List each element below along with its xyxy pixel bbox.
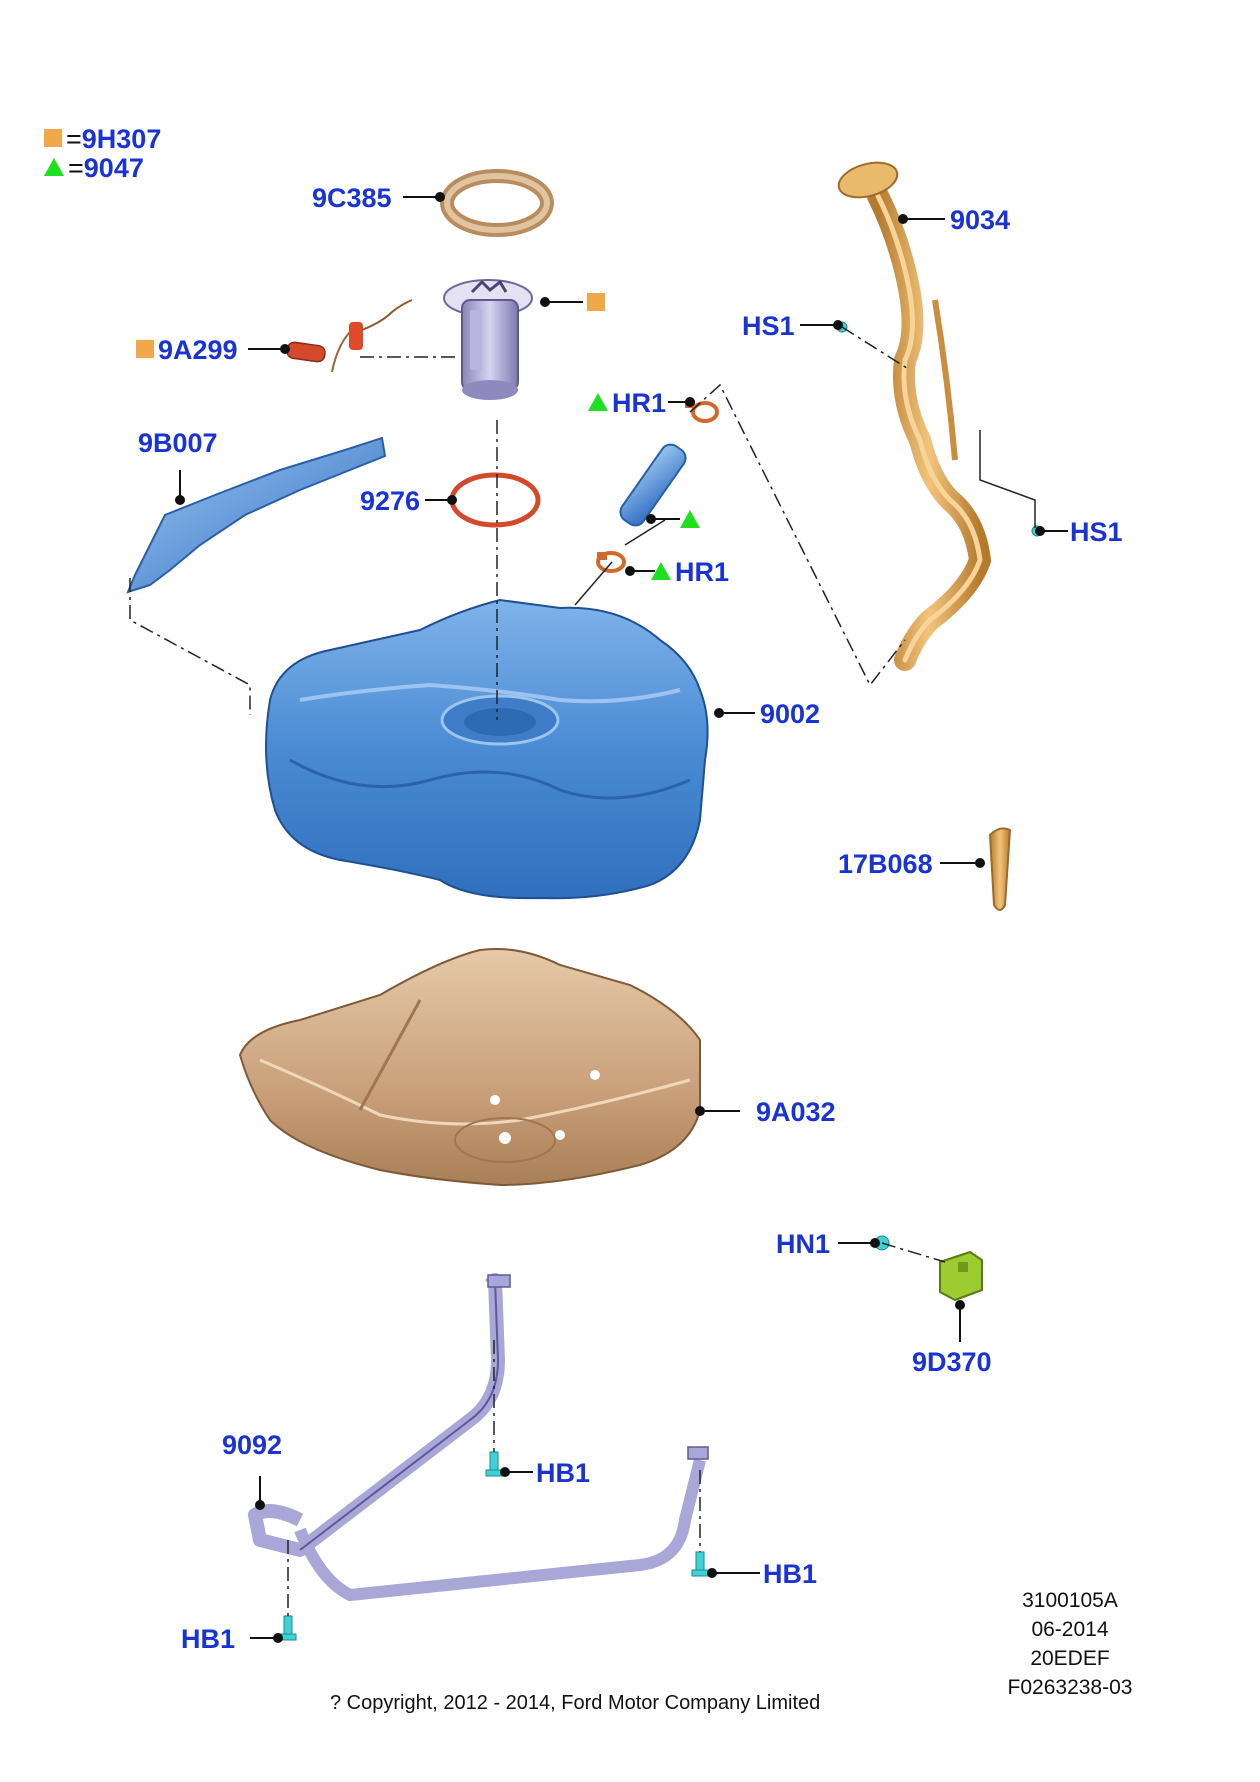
sensor-9d370 [939,1250,983,1302]
triangle-marker-filter [680,510,700,528]
part-label-17b068[interactable]: 17B068 [838,849,933,879]
drawing-date: 06-2014 [1031,1618,1109,1641]
drawing-code: 20EDEF [1030,1647,1110,1670]
part-label-9c385[interactable]: 9C385 [312,183,392,213]
part-label-hr1-mid[interactable]: HR1 [651,559,729,586]
fuel-tank-9002 [265,598,709,900]
fuel-filter [619,443,687,527]
assembly-lines [129,326,946,1616]
legend-triangle-row: =9047 [44,155,144,182]
part-label-hr1-top[interactable]: HR1 [588,390,666,417]
part-label-9a032[interactable]: 9A032 [756,1097,836,1127]
part-label-9276[interactable]: 9276 [360,486,421,516]
heat-shield-9b007 [126,436,387,594]
bolt-hb1-a [485,1451,503,1477]
part-label-hn1[interactable]: HN1 [776,1229,831,1259]
triangle-legend-icon [44,158,64,176]
fuel-pump-module [443,279,533,400]
square-legend-icon [44,129,62,147]
triangle-marker-icon [588,393,608,411]
tank-shield-9a032 [238,948,701,1187]
part-label-9034[interactable]: 9034 [950,205,1011,235]
square-marker-pump [587,293,605,311]
legend-triangle-part: 9047 [83,153,144,183]
legend-square-row: =9H307 [44,126,161,153]
copyright-notice: ? Copyright, 2012 - 2014, Ford Motor Com… [330,1692,821,1714]
filler-pipe-9034 [837,161,992,671]
leader-lines [175,192,1068,1643]
lock-ring-9c385 [440,169,554,237]
o-ring-9276 [449,472,541,528]
part-label-9002[interactable]: 9002 [760,699,821,729]
part-label-hb1-b[interactable]: HB1 [763,1559,818,1589]
part-label-9d370[interactable]: 9D370 [912,1347,992,1377]
legend-square-part: 9H307 [81,124,162,154]
drawing-number: 3100105A [1022,1589,1118,1612]
part-label-9b007[interactable]: 9B007 [138,428,218,458]
part-label-hb1-c[interactable]: HB1 [181,1624,236,1654]
part-label-hb1-a[interactable]: HB1 [536,1458,591,1488]
fitting-17b068 [988,827,1012,911]
part-label-9a299[interactable]: 9A299 [136,337,238,364]
drawing-reference: F0263238-03 [1007,1676,1133,1699]
fuel-level-sender-9a299 [286,299,413,373]
square-marker-icon [136,340,154,358]
part-label-hs1-top[interactable]: HS1 [742,311,795,341]
part-label-9092[interactable]: 9092 [222,1430,283,1460]
tank-straps-9092 [248,1273,709,1601]
bolt-hb1-b [691,1551,709,1577]
part-label-hs1-right[interactable]: HS1 [1070,517,1123,547]
tube-lines [574,430,1036,606]
hose-clamp-hr1-mid [596,551,626,573]
triangle-marker-icon [651,562,671,580]
